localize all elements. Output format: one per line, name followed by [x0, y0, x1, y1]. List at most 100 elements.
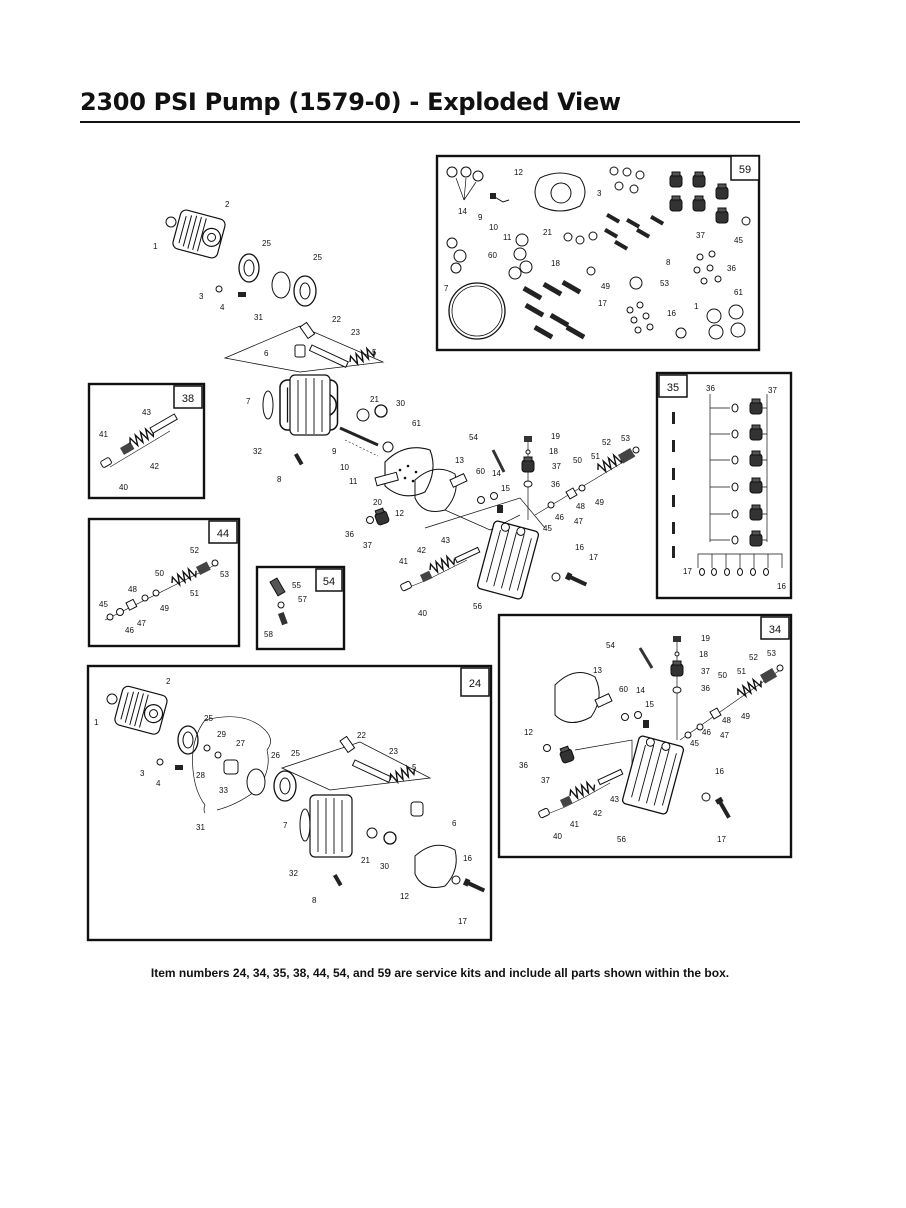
callout: 53 — [767, 649, 776, 658]
callout: 54 — [469, 433, 478, 442]
callout: 7 — [283, 821, 288, 830]
callout: 18 — [551, 259, 560, 268]
callout: 31 — [196, 823, 205, 832]
callout: 16 — [715, 767, 724, 776]
callout: 8 — [312, 896, 317, 905]
callout: 13 — [593, 666, 602, 675]
callouts-kit-59: 12 14 9 10 11 3 37 45 21 60 18 8 7 49 53… — [444, 168, 743, 318]
callout: 21 — [370, 395, 379, 404]
callout: 60 — [488, 251, 497, 260]
callout: 45 — [734, 236, 743, 245]
kit-44-parts — [104, 559, 219, 621]
callout: 58 — [264, 630, 273, 639]
callout: 16 — [463, 854, 472, 863]
callouts-kit-54: 55 57 58 — [264, 581, 307, 639]
callout: 50 — [573, 456, 582, 465]
callout: 3 — [199, 292, 204, 301]
callout: 43 — [610, 795, 619, 804]
callout: 32 — [289, 869, 298, 878]
callout: 48 — [576, 502, 585, 511]
kit-box-34: 34 — [497, 613, 793, 859]
kit-tag-38: 38 — [182, 393, 194, 405]
callout: 45 — [543, 524, 552, 533]
callout: 36 — [727, 264, 736, 273]
callout: 1 — [94, 718, 99, 727]
callout: 19 — [551, 432, 560, 441]
callout: 25 — [291, 749, 300, 758]
kit-54-parts — [269, 577, 288, 626]
callout: 37 — [363, 541, 372, 550]
callout: 16 — [667, 309, 676, 318]
callout: 50 — [155, 569, 164, 578]
callout: 53 — [621, 434, 630, 443]
callout: 46 — [702, 728, 711, 737]
callout: 52 — [602, 438, 611, 447]
callout: 17 — [683, 567, 692, 576]
callout: 26 — [271, 751, 280, 760]
callout: 17 — [458, 917, 467, 926]
callout: 36 — [551, 480, 560, 489]
callout: 23 — [351, 328, 360, 337]
callout: 33 — [219, 786, 228, 795]
callout: 15 — [645, 700, 654, 709]
callout: 51 — [591, 452, 600, 461]
callout: 36 — [706, 384, 715, 393]
kit-box-44: 44 — [87, 517, 241, 648]
callout: 25 — [204, 714, 213, 723]
callout: 9 — [332, 447, 337, 456]
callout: 17 — [589, 553, 598, 562]
callout: 36 — [519, 761, 528, 770]
callouts-kit-24: 2 1 25 29 27 28 3 4 33 26 25 31 22 23 5 … — [94, 677, 472, 926]
callout: 43 — [441, 536, 450, 545]
callout: 20 — [373, 498, 382, 507]
callout: 13 — [455, 456, 464, 465]
callout: 60 — [476, 467, 485, 476]
kit-34-parts — [538, 636, 784, 820]
callout: 40 — [119, 483, 128, 492]
callout: 4 — [156, 779, 161, 788]
callout: 37 — [768, 386, 777, 395]
kit-tag-54: 54 — [323, 576, 335, 588]
kit-box-38: 38 — [87, 382, 206, 500]
callout: 47 — [574, 517, 583, 526]
callout: 14 — [492, 469, 501, 478]
callouts-main: 1 2 25 25 3 4 31 22 23 6 5 7 32 21 30 61… — [153, 200, 630, 618]
callout: 12 — [524, 728, 533, 737]
callout: 6 — [264, 349, 269, 358]
callout: 50 — [718, 671, 727, 680]
callout: 6 — [452, 819, 457, 828]
callout: 47 — [137, 619, 146, 628]
callout: 41 — [399, 557, 408, 566]
callout: 11 — [503, 233, 512, 242]
callout: 22 — [357, 731, 366, 740]
callout: 30 — [380, 862, 389, 871]
callout: 41 — [570, 820, 579, 829]
kit-tag-34: 34 — [769, 624, 781, 636]
callout: 43 — [142, 408, 151, 417]
callout: 61 — [412, 419, 421, 428]
callout: 28 — [196, 771, 205, 780]
callout: 49 — [595, 498, 604, 507]
kit-box-54: 54 — [255, 565, 346, 651]
callout: 14 — [458, 207, 467, 216]
callout: 45 — [99, 600, 108, 609]
callout: 51 — [737, 667, 746, 676]
callout: 5 — [412, 763, 417, 772]
callout: 8 — [666, 258, 671, 267]
callout: 37 — [701, 667, 710, 676]
callout: 16 — [575, 543, 584, 552]
callout: 27 — [236, 739, 245, 748]
callout: 10 — [489, 223, 498, 232]
callout: 9 — [478, 213, 483, 222]
callout: 1 — [153, 242, 158, 251]
callout: 55 — [292, 581, 301, 590]
callout: 1 — [694, 302, 699, 311]
callout: 56 — [473, 602, 482, 611]
callout: 21 — [361, 856, 370, 865]
kit-tag-59: 59 — [739, 164, 751, 176]
callout: 29 — [217, 730, 226, 739]
callout: 17 — [598, 299, 607, 308]
callout: 46 — [555, 513, 564, 522]
kit-24-parts — [106, 684, 486, 894]
